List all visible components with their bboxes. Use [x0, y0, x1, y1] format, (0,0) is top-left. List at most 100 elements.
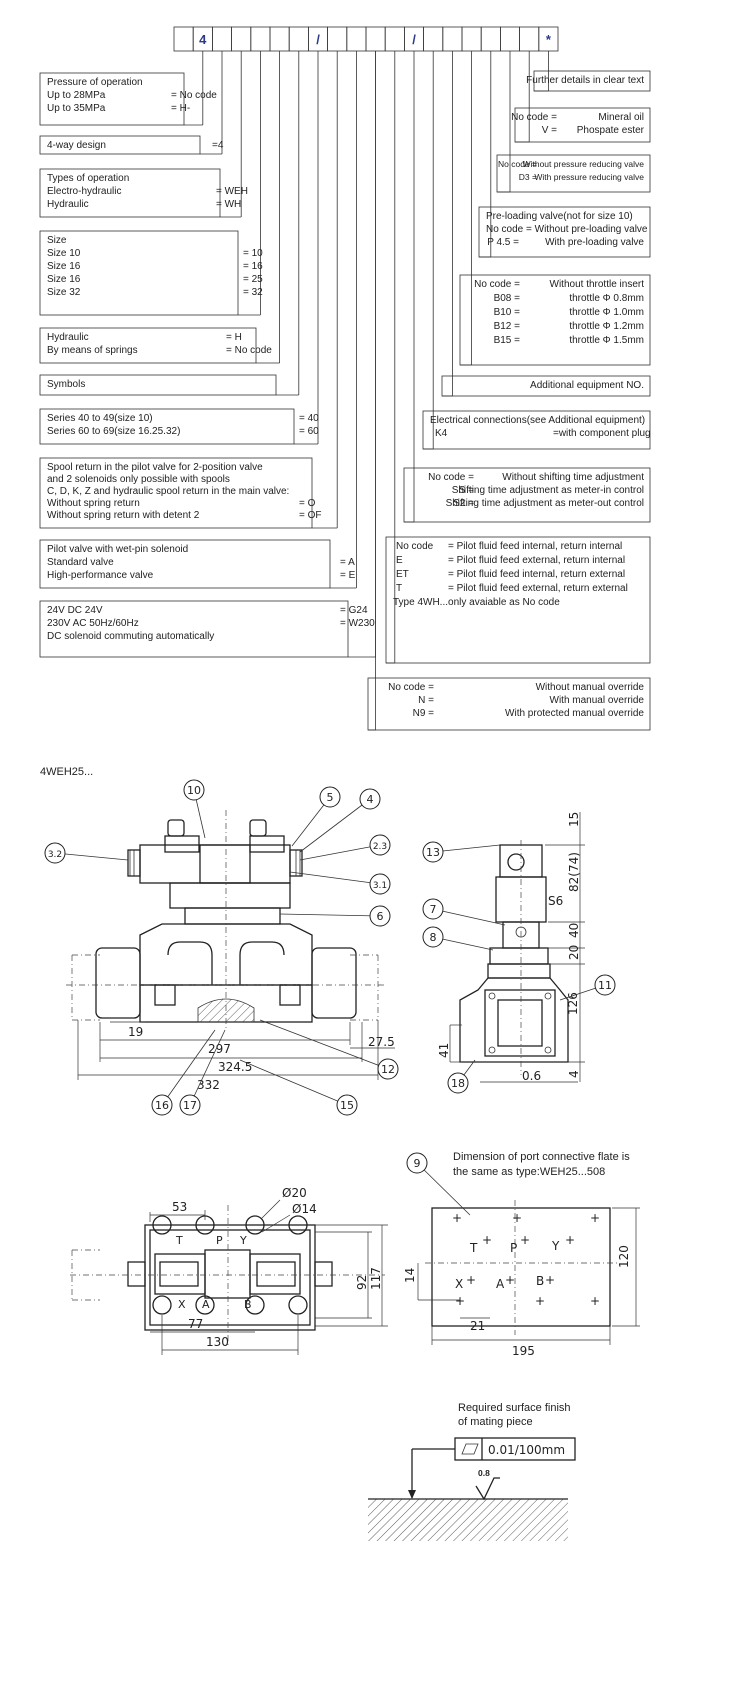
option-code: No code =: [388, 682, 434, 693]
option-code: = W230: [340, 618, 375, 629]
right-option-box: Additional equipment NO.: [441, 375, 651, 397]
dimension-label: A: [496, 1277, 505, 1291]
option-description: Without manual override: [536, 682, 645, 693]
right-option-box: Electrical connections(see Additional eq…: [422, 410, 651, 450]
callout-5: 5: [291, 786, 341, 847]
option-description: Without throttle insert: [550, 279, 645, 290]
right-option-box: No code = Pilot fluid feed internal, retu…: [385, 536, 651, 664]
option-label: High-performance valve: [47, 570, 154, 581]
option-description: = Pilot fluid feed internal, return exte…: [448, 569, 625, 580]
code-cell: [327, 26, 348, 52]
right-option-box: Further details in clear text: [526, 70, 651, 92]
svg-text:3.2: 3.2: [48, 850, 62, 860]
option-code: No code: [396, 541, 434, 552]
option-code: = 16: [243, 261, 263, 272]
code-cell: [480, 26, 501, 52]
svg-text:16: 16: [155, 1099, 169, 1112]
code-cell: [384, 26, 405, 52]
left-option-box: Pilot valve with wet-pin solenoidStandar…: [39, 539, 356, 589]
option-code: = WH: [216, 199, 241, 210]
mount-hole-mark: +: [466, 1273, 476, 1287]
option-label: 230V AC 50Hz/60Hz: [47, 618, 139, 629]
option-description: throttle Φ 1.2mm: [569, 321, 644, 332]
svg-text:10: 10: [187, 784, 201, 797]
option-code: = No code: [171, 90, 217, 101]
code-cell: [519, 26, 540, 52]
option-description: Phospate ester: [577, 125, 645, 136]
option-label: Types of operation: [47, 173, 129, 184]
dimension-label: 14: [403, 1268, 417, 1283]
option-description: With manual override: [550, 695, 645, 706]
dimension-label: 324.5: [218, 1060, 252, 1074]
svg-text:8: 8: [430, 931, 437, 944]
dimension-label: 297: [208, 1042, 231, 1056]
option-description: throttle Φ 1.5mm: [569, 335, 644, 346]
mount-hole-mark: +: [535, 1294, 545, 1308]
callout-18: 18: [447, 1059, 476, 1094]
option-description: = Pilot fluid feed internal, return inte…: [448, 541, 622, 552]
right-option-box: No code = Without manual override N = With …: [367, 677, 651, 731]
option-label: Size 16: [47, 261, 81, 272]
callout-9: 9: [406, 1152, 471, 1216]
option-code: V =: [542, 125, 557, 136]
option-label: Type 4WH...only avaiable as No code: [393, 597, 560, 608]
option-label: By means of springs: [47, 345, 138, 356]
port-note: the same as type:WEH25...508: [453, 1166, 605, 1178]
option-code: D3 =: [519, 172, 537, 182]
dimension-label: 20: [567, 945, 581, 960]
option-code: No code =: [474, 279, 520, 290]
option-code: = 60: [299, 426, 319, 437]
code-header-row: 4//*: [173, 26, 559, 52]
dimension-label: T: [469, 1241, 478, 1255]
callout-3-2: 3.2: [44, 842, 129, 864]
dimension-label: 4: [567, 1070, 581, 1078]
callout-17: 17: [179, 1029, 226, 1116]
svg-text:5: 5: [327, 791, 334, 804]
option-label: Electro-hydraulic: [47, 186, 121, 197]
option-description: Additional equipment NO.: [530, 380, 644, 391]
dimension-label: 117: [369, 1267, 383, 1290]
mount-hole-mark: +: [452, 1211, 462, 1225]
dimension-label: 82(74): [567, 852, 581, 892]
callout-12: 12: [259, 1019, 399, 1080]
dimension-label: A: [202, 1298, 210, 1311]
option-label: Up to 35MPa: [47, 103, 106, 114]
option-label: No code = Without pre-loading valve: [486, 224, 648, 235]
option-label: Without spring return: [47, 498, 140, 509]
right-option-box: No code =Without shifting time adjustmen…: [403, 467, 651, 523]
option-code: B10 =: [494, 307, 521, 318]
option-label: Series 60 to 69(size 16.25.32): [47, 426, 180, 437]
svg-text:11: 11: [598, 979, 612, 992]
option-label: Without spring return with detent 2: [47, 510, 200, 521]
dimension-label: 40: [567, 923, 581, 938]
option-code: N =: [418, 695, 434, 706]
left-option-box: Spool return in the pilot valve for 2-po…: [39, 457, 322, 529]
code-cell: [250, 26, 271, 52]
dimension-label: 0.6: [522, 1069, 541, 1083]
option-label: 4-way design: [47, 140, 106, 151]
option-code: =4: [212, 140, 224, 151]
callout-6: 6: [279, 905, 391, 927]
option-description: = Pilot fluid feed external, return inte…: [448, 555, 625, 566]
option-code: N9 =: [413, 708, 435, 719]
callout-11: 11: [559, 974, 616, 1001]
option-label: Series 40 to 49(size 10): [47, 413, 153, 424]
option-code: = H-: [171, 103, 190, 114]
svg-text:4: 4: [367, 793, 374, 806]
option-label: and 2 solenoids only possible with spool…: [47, 474, 230, 485]
option-code: = 40: [299, 413, 319, 424]
port-plate-drawing: [417, 1200, 640, 1345]
option-code: = H: [226, 332, 242, 343]
option-code: = A: [340, 557, 355, 568]
dimension-label: 195: [512, 1344, 535, 1358]
option-label: Spool return in the pilot valve for 2-po…: [47, 462, 263, 473]
code-cell-label: /: [316, 32, 320, 47]
dimension-label: 77: [188, 1317, 203, 1331]
option-description: With pressure reducing valve: [534, 172, 644, 182]
left-option-box: Hydraulic= HBy means of springs= No code: [39, 327, 272, 364]
option-label: Size 16: [47, 274, 81, 285]
